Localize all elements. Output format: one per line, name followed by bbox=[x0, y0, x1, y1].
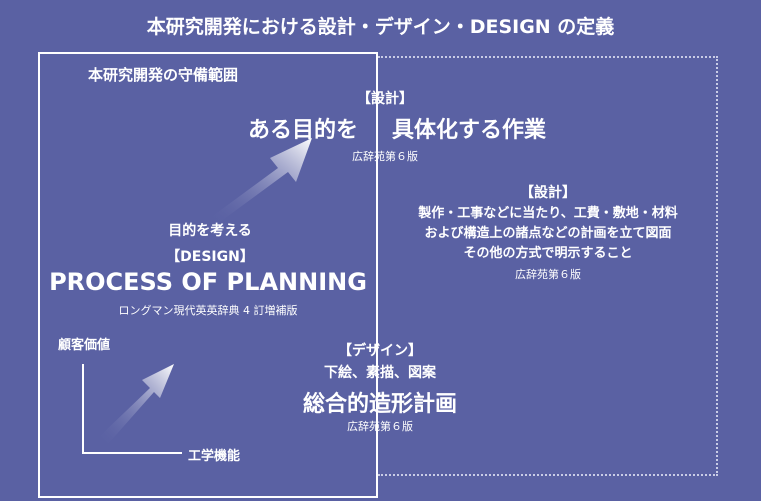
top-def-main-right: 具体化する作業 bbox=[392, 118, 547, 143]
right-def-line: および構造上の諸点などの計画を立て図面 bbox=[424, 226, 672, 241]
y-axis-label: 顧客価値 bbox=[58, 338, 111, 353]
top-def-source: 広辞苑第６版 bbox=[352, 150, 418, 163]
dezain-main: 総合的造形計画 bbox=[302, 392, 457, 417]
right-def-line: 製作・工事などに当たり、工費・敷地・材料 bbox=[418, 206, 678, 221]
design-source: ロングマン現代英英辞典 4 訂増補版 bbox=[118, 304, 298, 317]
x-axis-label: 工学機能 bbox=[188, 449, 241, 464]
dezain-tag: 【デザイン】 bbox=[338, 343, 422, 359]
right-def-tag: 【設計】 bbox=[520, 185, 576, 201]
right-def-line: その他の方式で明示すること bbox=[463, 246, 633, 261]
right-def-text: 製作・工事などに当たり、工費・敷地・材料 および構造上の諸点などの計画を立て図面… bbox=[388, 204, 708, 264]
right-def-source: 広辞苑第６版 bbox=[515, 268, 581, 281]
outer-dotted-box bbox=[378, 56, 718, 476]
arrow-up-right-icon bbox=[100, 364, 174, 444]
design-goal: 目的を考える bbox=[168, 223, 252, 239]
design-main: PROCESS OF PLANNING bbox=[49, 268, 367, 296]
scope-label: 本研究開発の守備範囲 bbox=[88, 66, 239, 84]
dezain-source: 広辞苑第６版 bbox=[347, 420, 413, 433]
scope-box bbox=[38, 52, 378, 498]
diagram-title: 本研究開発における設計・デザイン・DESIGN の定義 bbox=[146, 16, 615, 38]
top-def-tag: 【設計】 bbox=[357, 91, 413, 107]
design-tag: 【DESIGN】 bbox=[166, 249, 254, 265]
top-def-main-left: ある目的を bbox=[248, 118, 359, 143]
dezain-sub: 下絵、素描、図案 bbox=[324, 365, 436, 381]
y-axis-line bbox=[82, 364, 84, 454]
x-axis-line bbox=[82, 452, 182, 454]
arrow-up-right-icon bbox=[210, 138, 312, 222]
